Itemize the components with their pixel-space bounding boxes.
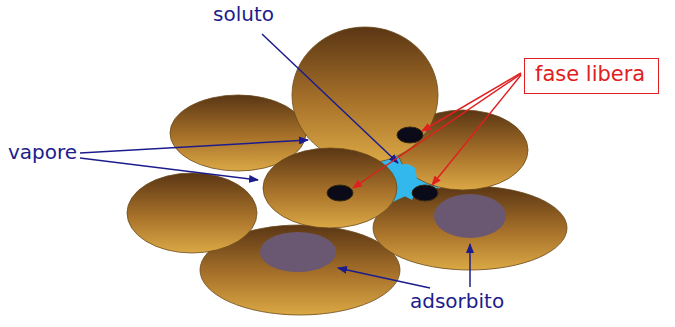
soil-grain <box>127 173 257 253</box>
leader-line <box>80 140 308 153</box>
leader-line <box>469 244 471 287</box>
leader-line <box>80 158 258 180</box>
free-phase-drop <box>412 185 438 201</box>
callout-box: fase libera <box>524 58 659 94</box>
part-label: vapore <box>8 141 77 164</box>
free-phase-drop <box>327 185 353 201</box>
leader-line <box>353 74 521 188</box>
part-label: soluto <box>213 3 274 26</box>
adsorbed-patch <box>434 194 506 238</box>
soil-grain <box>263 148 397 228</box>
part-label: adsorbito <box>410 290 504 313</box>
callout-text: fase libera <box>535 62 648 87</box>
leader-line <box>262 34 398 163</box>
soil-grain <box>292 27 438 163</box>
free-phase-drop <box>397 127 423 143</box>
adsorbed-patch <box>260 232 336 272</box>
leader-line <box>422 73 521 131</box>
leader-line <box>432 75 521 185</box>
leader-line <box>338 268 430 288</box>
